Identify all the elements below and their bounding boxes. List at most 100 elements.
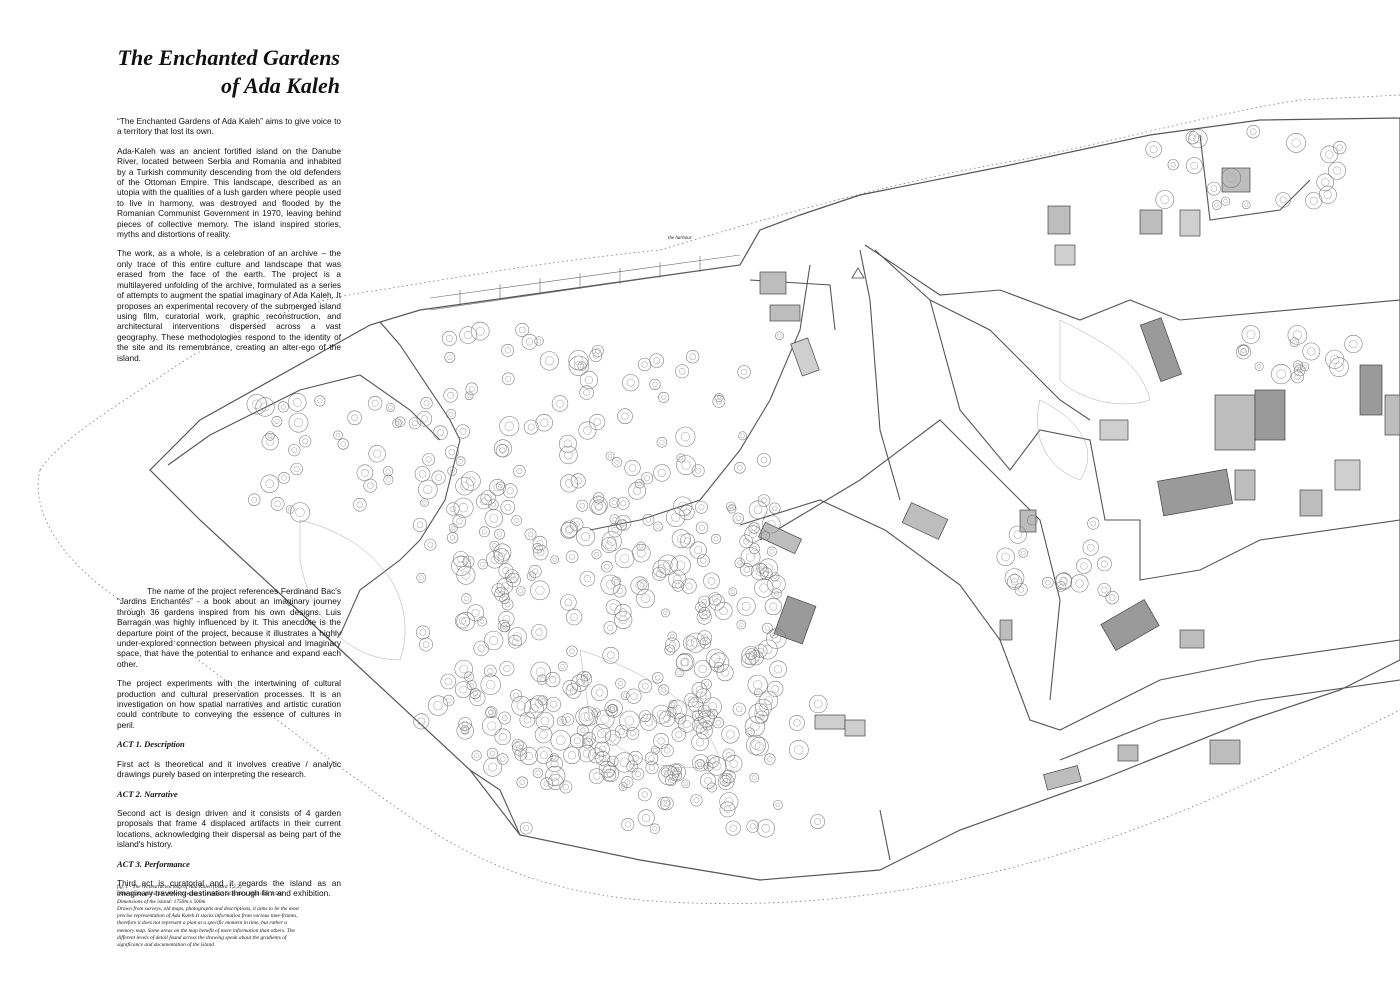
tree-canopy-core (700, 557, 707, 564)
tree-canopy-core (517, 751, 524, 758)
tree-canopy (501, 598, 514, 611)
tree-canopy-core (674, 772, 680, 778)
tree-canopy-core (680, 432, 691, 442)
tree-canopy-core (466, 674, 472, 680)
tree-canopy-core (703, 681, 709, 687)
tree-canopy-core (535, 667, 546, 677)
tree-canopy-core (583, 426, 592, 435)
tree-canopy (685, 632, 706, 653)
tree-canopy (278, 472, 290, 484)
tree-canopy (493, 543, 512, 562)
tree-canopy (634, 478, 645, 489)
tree-canopy-core (447, 354, 453, 360)
tree-canopy-core (449, 505, 456, 513)
tree-canopy-core (459, 664, 468, 674)
tree-canopy (367, 396, 383, 411)
tree-canopy-core (583, 673, 589, 679)
tree-canopy (498, 711, 512, 725)
tree-canopy-core (659, 439, 665, 445)
tree-canopy (448, 523, 458, 533)
tree-canopy-core (664, 747, 671, 754)
tree-canopy (639, 710, 652, 723)
tree-canopy (611, 457, 623, 468)
tree-canopy-core (740, 368, 748, 376)
tree-canopy (392, 418, 402, 428)
tree-canopy-core (764, 696, 773, 706)
tree-canopy-core (735, 515, 741, 521)
tree-canopy (565, 608, 583, 626)
tree-canopy (712, 395, 726, 408)
tree-canopy (618, 782, 628, 791)
tree-canopy-core (417, 717, 426, 726)
tree-canopy-core (498, 590, 506, 598)
tree-canopy-core (502, 615, 511, 623)
tree-canopy-core (599, 754, 607, 762)
tree-canopy-core (596, 729, 606, 739)
tree-canopy-core (677, 670, 682, 675)
tree-canopy-core (793, 719, 801, 727)
tree-canopy-core (648, 755, 655, 762)
tree-canopy (455, 476, 474, 496)
tree-canopy (626, 760, 639, 773)
tree-canopy-core (525, 338, 534, 346)
tree-canopy (533, 544, 549, 561)
tree-canopy-core (629, 730, 636, 737)
tree-canopy-core (397, 419, 403, 425)
tree-canopy (1167, 159, 1179, 171)
act-3: ACT 3. Performance Third act is curatori… (117, 859, 341, 899)
tree-canopy (499, 416, 520, 437)
tree-canopy (443, 388, 458, 403)
tree-canopy (734, 462, 746, 474)
tree-canopy (649, 823, 661, 834)
tree-canopy-core (681, 460, 691, 470)
tree-canopy (546, 696, 561, 712)
tree-canopy (1027, 514, 1038, 526)
tree-canopy-core (678, 368, 686, 375)
tree-canopy-core (641, 791, 648, 798)
tree-canopy (631, 767, 645, 781)
tree-canopy (601, 764, 619, 783)
tree-canopy-core (265, 479, 274, 488)
tree-canopy (660, 796, 674, 811)
tree-canopy (416, 411, 433, 427)
tree-canopy-core (252, 399, 262, 409)
tree-canopy (246, 394, 267, 415)
tree-canopy-core (1330, 354, 1340, 364)
tree-canopy-core (584, 375, 594, 385)
tree-canopy-core (719, 606, 728, 616)
tree-canopy-core (529, 703, 539, 714)
tree-canopy (692, 754, 710, 772)
tree-canopy (519, 711, 536, 728)
tree-canopy-core (752, 654, 760, 662)
tree-canopy-core (771, 631, 777, 637)
tree-canopy (667, 763, 686, 782)
tree-canopy-core (266, 437, 275, 446)
tree-canopy (532, 767, 544, 779)
tree-canopy-core (267, 433, 273, 439)
tree-canopy (685, 350, 700, 364)
tree-canopy (702, 720, 713, 731)
tree-canopy-core (487, 721, 497, 731)
tree-canopy-core (536, 338, 542, 344)
tree-canopy-core (464, 331, 473, 340)
tree-canopy-core (1276, 369, 1286, 379)
tree-canopy (455, 456, 466, 467)
tree-canopy (607, 755, 619, 768)
tree-canopy (622, 374, 640, 392)
tree-canopy-core (1009, 573, 1020, 583)
tree-canopy (444, 352, 456, 363)
tree-canopy (700, 772, 716, 789)
tree-canopy (692, 717, 708, 733)
tree-canopy (734, 557, 745, 569)
tree-canopy-core (340, 441, 346, 447)
tree-canopy-core (680, 658, 689, 667)
tree-canopy (642, 513, 655, 526)
tree-canopy-core (711, 653, 721, 663)
tree-canopy-core (745, 552, 756, 562)
tree-canopy (510, 689, 523, 702)
tree-canopy-core (756, 690, 761, 695)
tree-canopy-core (653, 357, 661, 364)
tree-canopy (645, 761, 659, 775)
tree-canopy-core (504, 503, 512, 511)
